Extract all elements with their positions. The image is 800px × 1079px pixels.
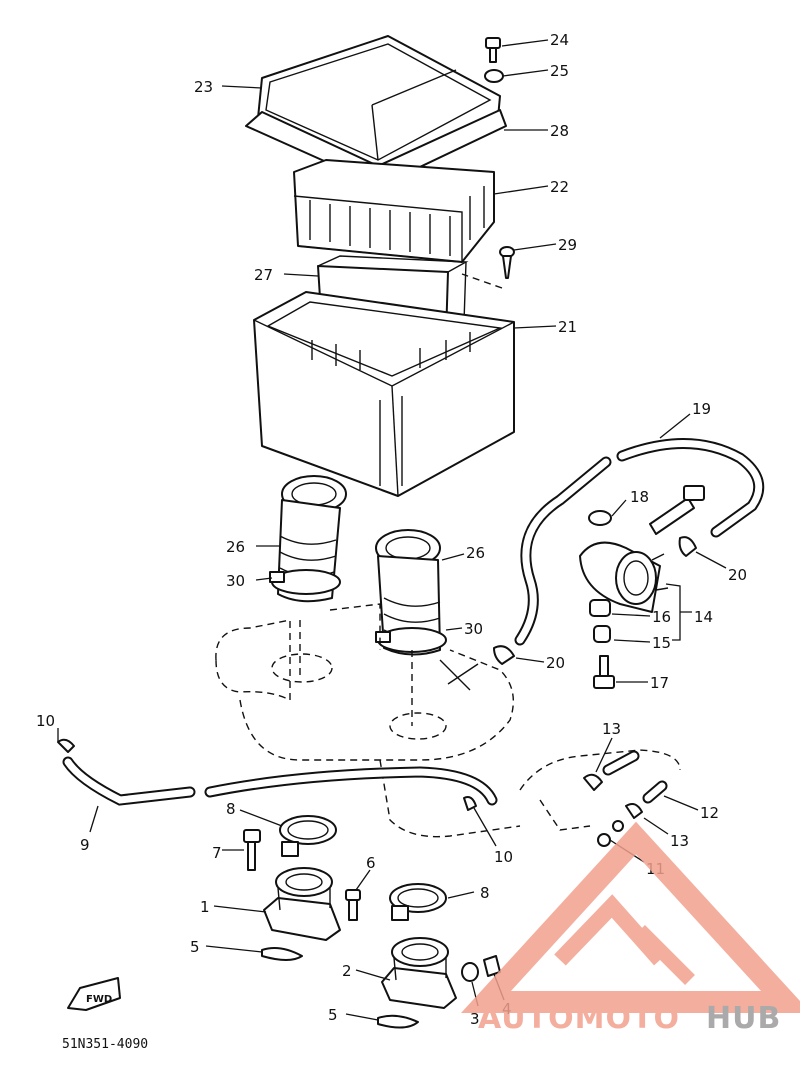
callout-27: 27 xyxy=(254,266,273,284)
callout-5-lower: 5 xyxy=(328,1006,338,1024)
callout-12: 12 xyxy=(700,804,719,822)
callout-5-upper: 5 xyxy=(190,938,200,956)
callout-28: 28 xyxy=(550,122,569,140)
carburetor-joint-2 xyxy=(381,937,457,1009)
callout-9: 9 xyxy=(80,836,90,854)
cut-valve-connector xyxy=(649,485,705,535)
cut-valve-bolt xyxy=(593,655,615,689)
callout-16: 16 xyxy=(652,608,671,626)
air-box-cap xyxy=(257,35,501,173)
cut-valve-grommet xyxy=(588,510,612,526)
nut-3-washer-4 xyxy=(461,955,501,982)
callout-30-right: 30 xyxy=(464,620,483,638)
air-filter-element xyxy=(293,159,495,263)
hose-clip-10-left xyxy=(57,738,75,753)
callout-29: 29 xyxy=(558,236,577,254)
callout-18: 18 xyxy=(630,488,649,506)
o-ring-5-lower xyxy=(377,1014,419,1029)
callout-24: 24 xyxy=(550,31,569,49)
callout-21: 21 xyxy=(558,318,577,336)
callout-14: 14 xyxy=(694,608,713,626)
callout-1: 1 xyxy=(200,898,210,916)
bolts-6-7 xyxy=(243,829,361,921)
hose-clip-13-upper xyxy=(583,773,603,791)
cap-bolt xyxy=(485,37,501,63)
callout-6: 6 xyxy=(366,854,376,872)
carburetor-joint-1 xyxy=(263,867,341,941)
bands-8 xyxy=(279,815,447,921)
hose-clip-20-lower xyxy=(493,645,515,665)
callout-26-right: 26 xyxy=(466,544,485,562)
callout-10-left: 10 xyxy=(36,712,55,730)
breather-hose-9 xyxy=(62,756,498,806)
hose-clip-10-right xyxy=(463,796,477,811)
o-ring-5-upper xyxy=(261,947,303,961)
breather-hose-19 xyxy=(514,438,765,646)
callout-22: 22 xyxy=(550,178,569,196)
callout-17: 17 xyxy=(650,674,669,692)
watermark-triangle xyxy=(461,821,800,1013)
callout-13-lower: 13 xyxy=(670,832,689,850)
watermark-logo: AUTOMOTO HUB xyxy=(461,821,800,1036)
hose-clip-20-upper xyxy=(678,536,697,557)
air-box-case xyxy=(253,291,515,497)
small-hoses xyxy=(602,750,668,804)
fwd-arrow: FWD xyxy=(67,977,121,1011)
right-joint-clamp xyxy=(375,627,447,653)
callout-leaders xyxy=(57,39,727,1021)
callout-10-right: 10 xyxy=(494,848,513,866)
carburetor-outline xyxy=(215,603,681,838)
callout-labels: 24 25 28 23 22 29 27 21 19 18 26 30 26 3… xyxy=(36,31,747,1028)
callout-7: 7 xyxy=(212,844,222,862)
callout-26-left: 26 xyxy=(226,538,245,556)
callout-8-lower: 8 xyxy=(480,884,490,902)
diagram-code: 51N351-4090 xyxy=(62,1037,148,1052)
callout-3: 3 xyxy=(470,1010,480,1028)
cap-washer xyxy=(484,69,504,83)
callout-13-upper: 13 xyxy=(602,720,621,738)
callout-2: 2 xyxy=(342,962,352,980)
element-screw xyxy=(461,246,515,289)
left-joint-clamp xyxy=(269,569,341,595)
callout-19: 19 xyxy=(692,400,711,418)
callout-23: 23 xyxy=(194,78,213,96)
callout-15: 15 xyxy=(652,634,671,652)
callout-25: 25 xyxy=(550,62,569,80)
watermark-text-1: AUTOMOTO xyxy=(478,1001,680,1036)
air-cut-valve xyxy=(579,541,669,643)
callout-20-lower: 20 xyxy=(546,654,565,672)
hose-clip-13-lower xyxy=(625,803,643,819)
callout-8-upper: 8 xyxy=(226,800,236,818)
fwd-label: FWD xyxy=(86,994,112,1005)
callout-30-left: 30 xyxy=(226,572,245,590)
callout-20-upper: 20 xyxy=(728,566,747,584)
watermark-text-2: HUB xyxy=(706,1001,781,1036)
